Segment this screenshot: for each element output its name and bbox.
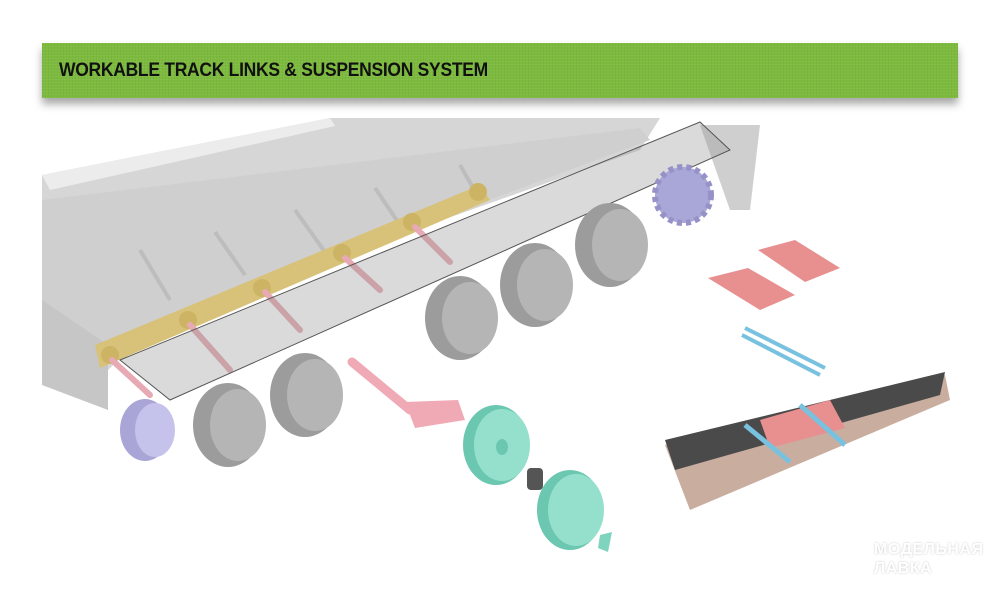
watermark: МОДЕЛЬНАЯ ЛАВКА — [832, 538, 992, 588]
track-assembly-jig — [665, 372, 950, 510]
transparent-hull-side — [119, 121, 731, 401]
suspension-arm — [347, 357, 465, 428]
header-banner: WORKABLE TRACK LINKS & SUSPENSION SYSTEM — [42, 43, 958, 98]
exploded-road-wheel — [463, 405, 612, 552]
paper-plane-logo-icon — [834, 540, 868, 578]
banner-title: WORKABLE TRACK LINKS & SUSPENSION SYSTEM — [59, 60, 488, 81]
idler-wheel — [120, 399, 175, 461]
watermark-line-1: МОДЕЛЬНАЯ — [874, 541, 984, 558]
watermark-text: МОДЕЛЬНАЯ ЛАВКА — [874, 540, 983, 578]
drive-sprocket — [652, 164, 714, 226]
torsion-bars — [109, 224, 453, 398]
watermark-line-2: ЛАВКА — [874, 560, 933, 577]
track-pin-connector — [741, 326, 826, 377]
road-wheels — [193, 203, 648, 467]
single-track-links — [708, 240, 840, 310]
